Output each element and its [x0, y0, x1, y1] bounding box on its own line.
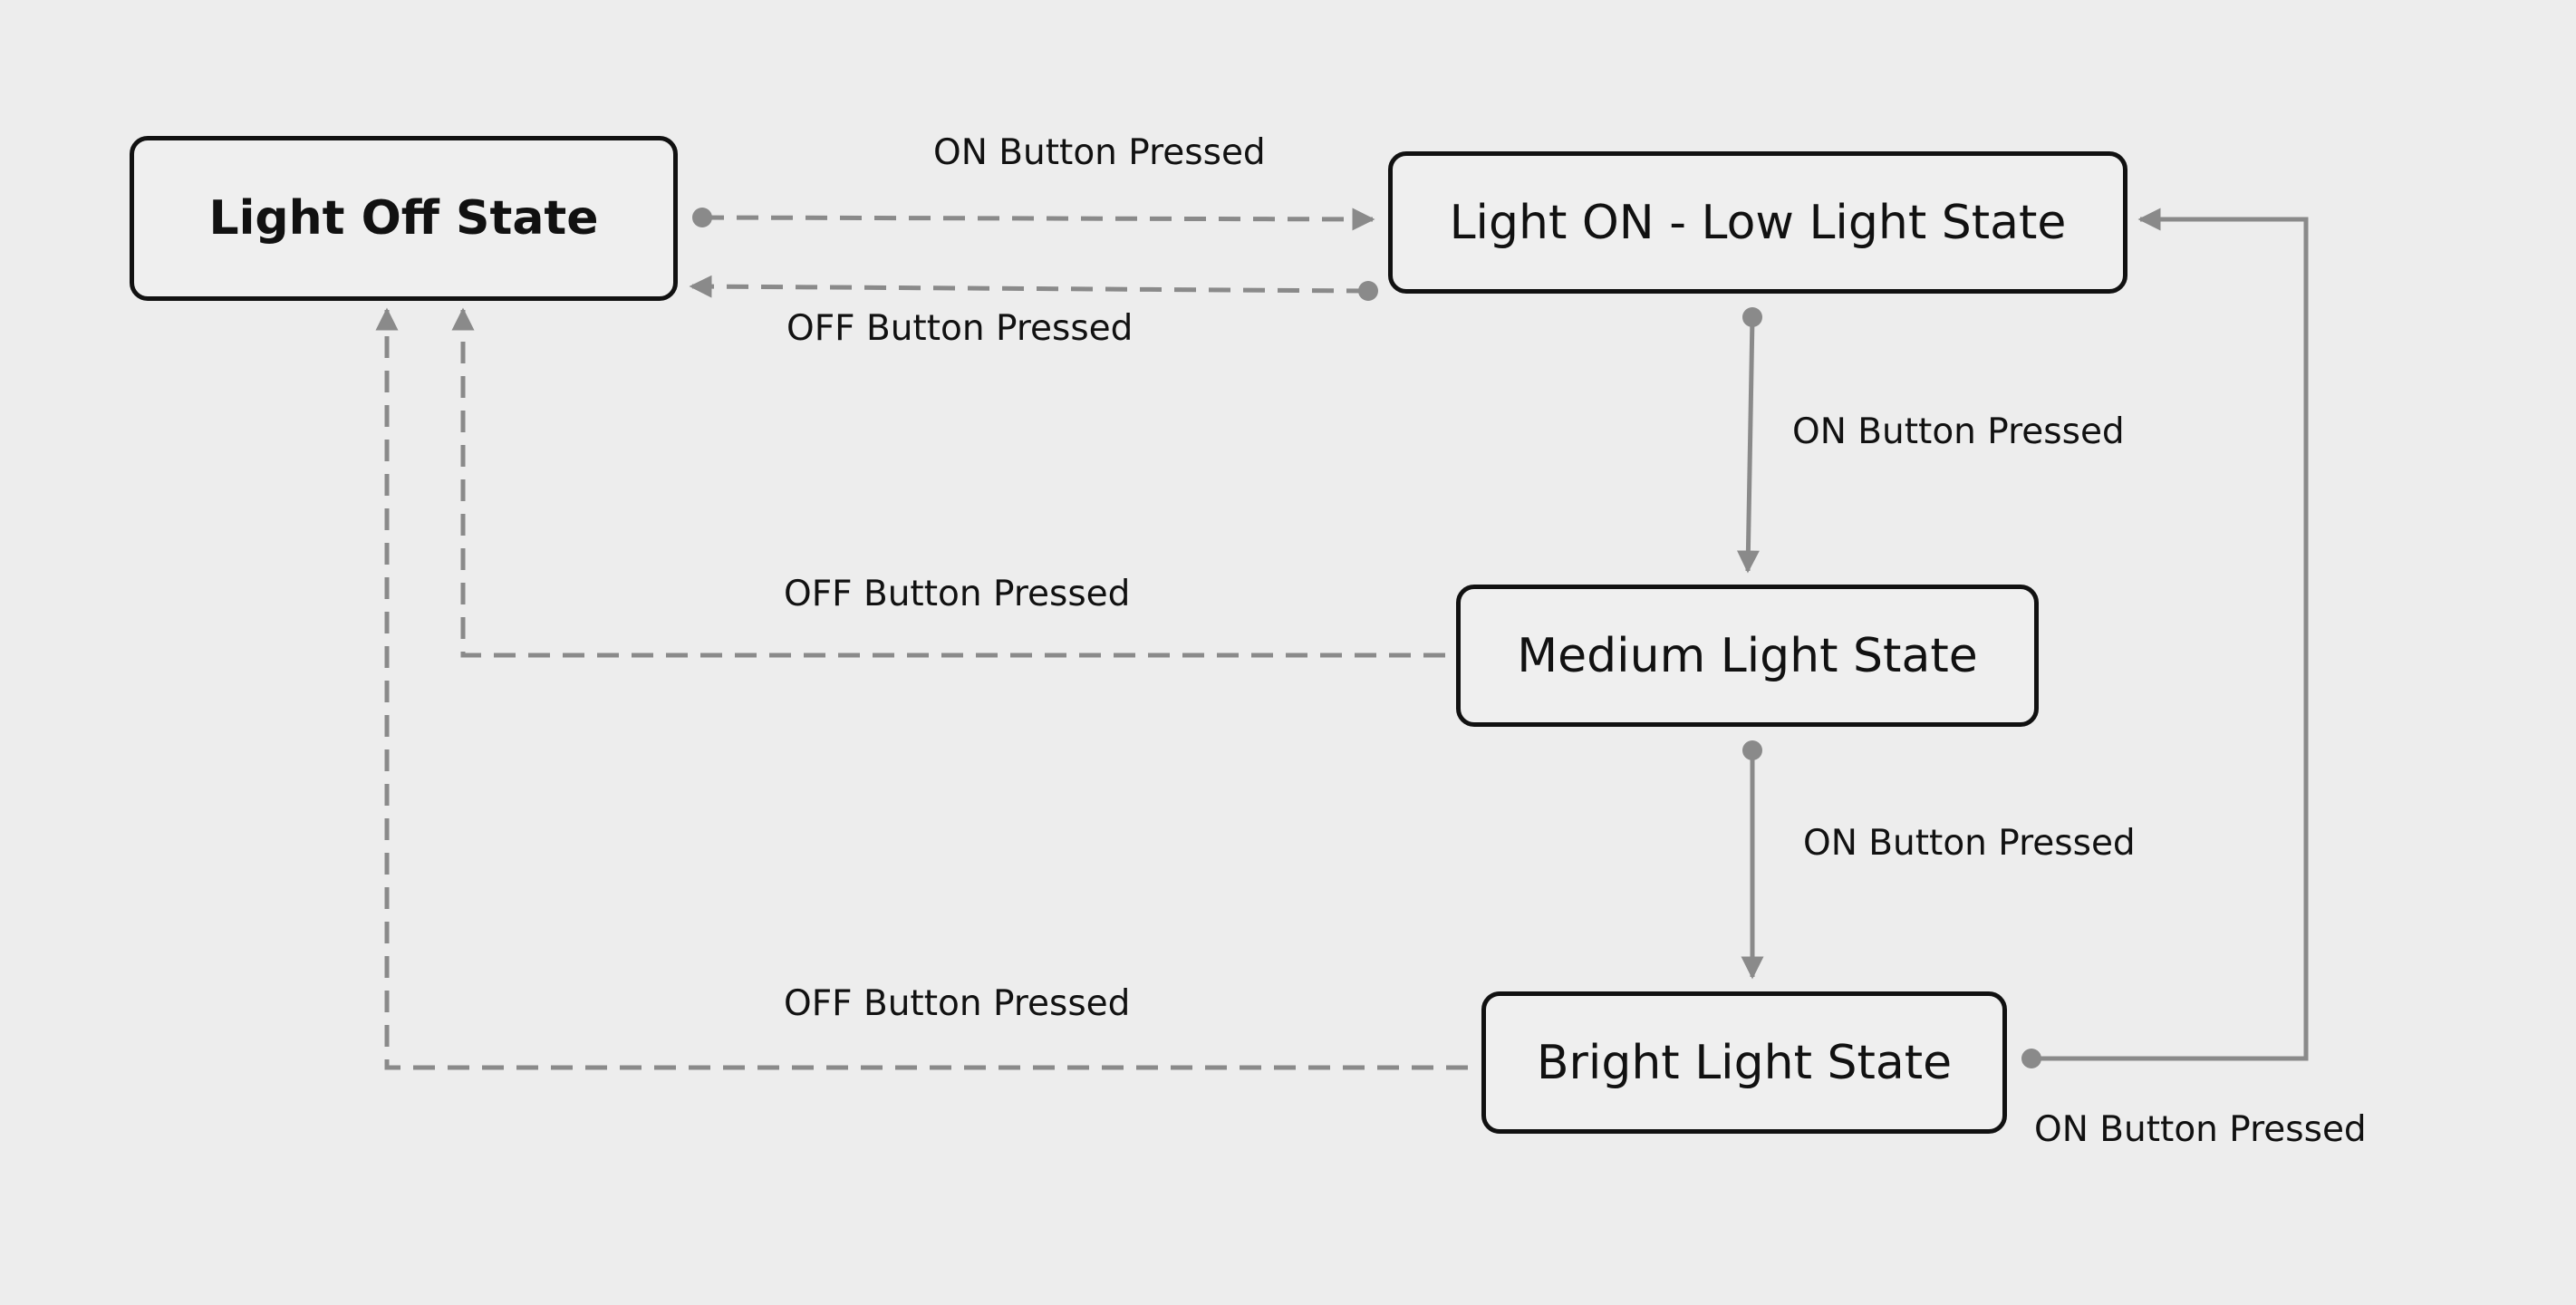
start-dot-bright-to-low	[2021, 1049, 2041, 1068]
state-label: Light Off State	[208, 191, 599, 246]
transition-label-bright-to-low: ON Button Pressed	[2034, 1109, 2367, 1150]
state-label: Light ON - Low Light State	[1449, 195, 2067, 250]
transition-label-low-to-off: OFF Button Pressed	[786, 308, 1134, 349]
transition-label-low-to-medium: ON Button Pressed	[1792, 411, 2125, 452]
arrow-low-to-medium	[1736, 316, 1760, 574]
arrow-bright-to-off	[375, 307, 1468, 1070]
state-low-light[interactable]: Light ON - Low Light State	[1388, 151, 2127, 294]
transition-label-bright-to-off: OFF Button Pressed	[784, 983, 1131, 1024]
transition-label-medium-to-bright: ON Button Pressed	[1803, 823, 2136, 864]
arrow-low-to-off	[689, 275, 1369, 298]
arrow-bright-to-low	[2031, 208, 2309, 1061]
transition-label-medium-to-off: OFF Button Pressed	[784, 574, 1131, 614]
state-label: Medium Light State	[1517, 628, 1978, 683]
arrow-medium-to-off	[451, 307, 1445, 658]
state-light-off[interactable]: Light Off State	[130, 136, 678, 301]
state-medium-light[interactable]: Medium Light State	[1456, 585, 2039, 727]
arrow-off-to-low	[701, 208, 1375, 231]
state-bright-light[interactable]: Bright Light State	[1481, 991, 2007, 1134]
start-dot-low-to-off	[1358, 281, 1378, 301]
start-dot-medium-to-bright	[1742, 740, 1762, 760]
start-dot-off-to-low	[692, 208, 712, 227]
transition-label-off-to-low: ON Button Pressed	[933, 132, 1266, 173]
start-dot-low-to-medium	[1742, 307, 1762, 327]
state-label: Bright Light State	[1536, 1035, 1953, 1090]
